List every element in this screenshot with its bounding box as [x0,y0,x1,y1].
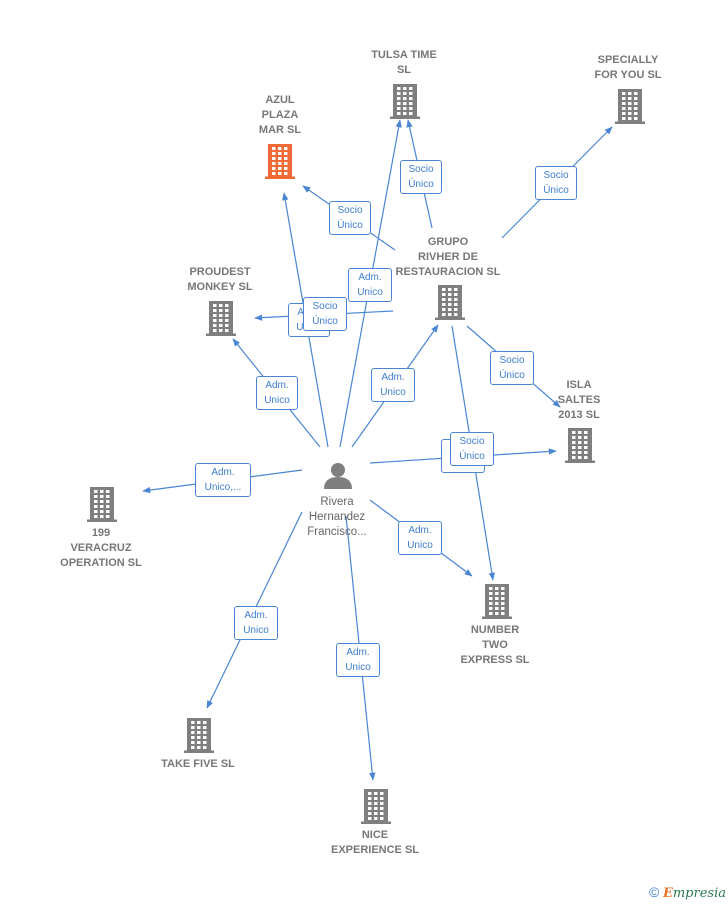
node-label-takefive[interactable]: TAKE FIVE SL [161,758,235,770]
highlighted-building-icon[interactable] [265,144,295,179]
node-label-tulsa[interactable]: TULSA TIME SL [371,49,437,76]
building-icon[interactable] [565,428,595,463]
building-icon[interactable] [184,718,214,753]
node-label-numbertwo[interactable]: NUMBER TWO EXPRESS SL [460,624,530,666]
building-icon[interactable] [435,285,465,320]
building-icon[interactable] [482,584,512,619]
building-icon[interactable] [390,84,420,119]
edge-label-person-to-proudest: Adm. Unico [256,376,298,410]
edge-label-person-to-veracruz: Adm. Unico,... [195,463,251,497]
edge-label-grupo-to-numbertwo: Socio Único [450,432,494,466]
node-label-specially[interactable]: SPECIALLY FOR YOU SL [594,54,662,81]
person-icon[interactable] [324,463,352,489]
copyright-symbol: © [648,884,660,900]
node-label-proudest[interactable]: PROUDEST MONKEY SL [187,266,253,293]
building-icon[interactable] [361,789,391,824]
node-label-grupo[interactable]: GRUPO RIVHER DE RESTAURACION SL [395,236,501,278]
edge-label-person-to-tulsa: Adm. Unico [348,268,392,302]
footer-brand: © Empresia [649,884,726,901]
edge-label-person-to-numbertwo: Adm. Unico [398,521,442,555]
building-icon[interactable] [87,487,117,522]
edge-label-person-to-grupo: Adm. Unico [371,368,415,402]
node-label-veracruz[interactable]: 199 VERACRUZ OPERATION SL [60,527,142,569]
edge-label-person-to-takefive: Adm. Unico [234,606,278,640]
edge-label-grupo-to-proudest: Socio Único [303,297,347,331]
node-label-nice[interactable]: NICE EXPERIENCE SL [330,829,420,856]
edge-label-grupo-to-specially: Socio Único [535,166,577,200]
edge-label-grupo-to-tulsa: Socio Único [400,160,442,194]
edge-label-grupo-to-isla: Socio Único [490,351,534,385]
node-label-isla[interactable]: ISLA SALTES 2013 SL [557,379,601,421]
building-icon[interactable] [615,89,645,124]
edge-label-grupo-to-azul: Socio Único [329,201,371,235]
node-label-azul[interactable]: AZUL PLAZA MAR SL [258,94,302,136]
nodes-layer [87,84,645,824]
brand-logo: Empresia [662,886,726,901]
building-icon[interactable] [206,301,236,336]
edge-label-person-to-nice: Adm. Unico [336,643,380,677]
edges-layer [142,119,613,781]
node-label-person[interactable]: Rivera Hernandez Francisco... [307,496,367,538]
